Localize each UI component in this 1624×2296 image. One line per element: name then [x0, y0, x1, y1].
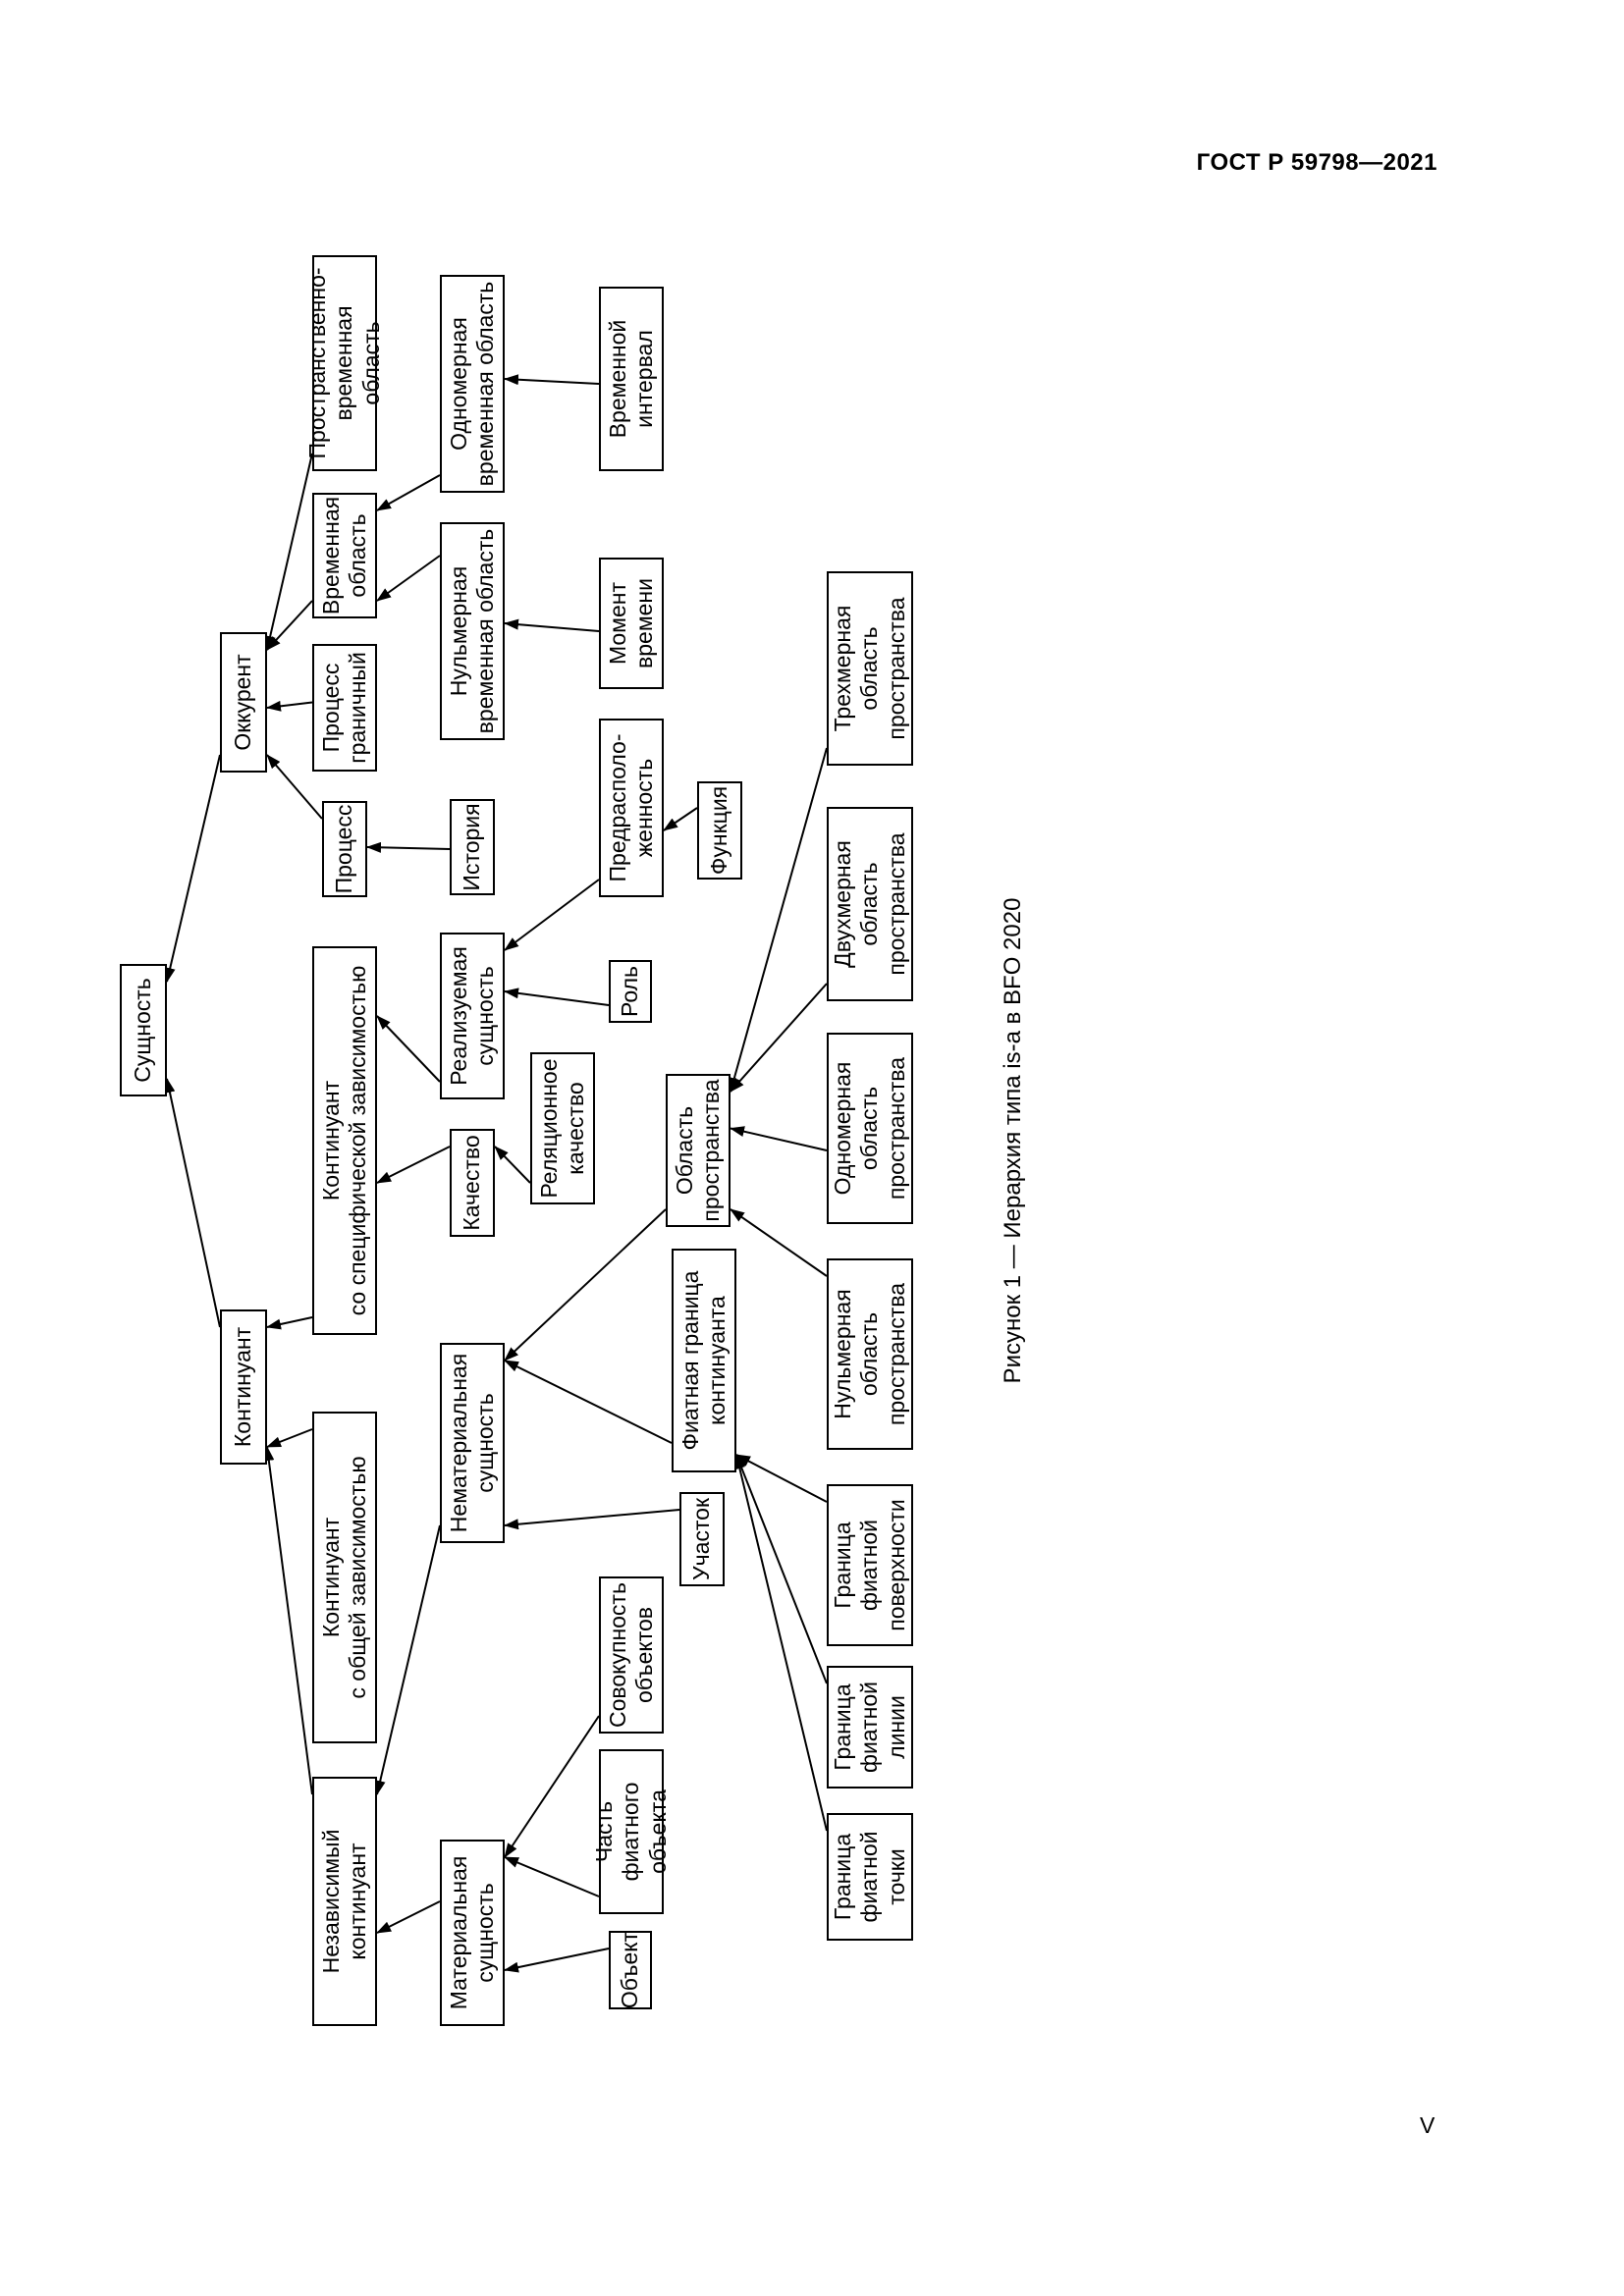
- edge-disposition-to-realizable-entity: [504, 879, 600, 951]
- node-occurrent: Оккурент: [220, 632, 267, 773]
- edge-two-d-spatial-region-to-spatial-region: [730, 983, 828, 1093]
- node-fiat-line-boundary: Граница фиатной линии: [827, 1666, 913, 1789]
- edge-object-to-material-entity: [504, 1948, 610, 1973]
- edge-specifically-dependent-continuant-to-continuant: [266, 1316, 313, 1330]
- edge-independent-continuant-to-continuant: [263, 1446, 313, 1795]
- node-continuant: Континуант: [220, 1309, 267, 1465]
- edge-fiat-point-boundary-to-continuant-fiat-boundary: [733, 1454, 828, 1832]
- edge-role-to-realizable-entity: [504, 988, 610, 1006]
- edge-function-to-disposition: [663, 807, 698, 831]
- edge-continuant-to-entity: [164, 1078, 221, 1328]
- edge-one-d-temporal-region-to-temporal-region: [376, 474, 441, 511]
- node-realizable-entity: Реализуемая сущность: [440, 933, 505, 1099]
- node-one-d-temporal-region: Одномерная временная область: [440, 275, 505, 493]
- page-number: V: [1420, 2112, 1435, 2138]
- node-zero-d-spatial-region: Нульмерная область пространства: [827, 1258, 913, 1450]
- node-fiat-point-boundary: Граница фиатной точки: [827, 1813, 913, 1941]
- node-quality: Качество: [450, 1129, 495, 1237]
- edge-one-d-spatial-region-to-spatial-region: [730, 1126, 828, 1151]
- diagram-edges-layer: [164, 374, 828, 1973]
- edge-history-to-process: [366, 841, 451, 853]
- node-one-d-spatial-region: Одномерная область пространства: [827, 1033, 913, 1224]
- node-process-boundary: Процесс граничный: [312, 644, 377, 772]
- node-temporal-interval: Временной интервал: [599, 287, 664, 471]
- node-history: История: [450, 799, 495, 895]
- node-fiat-object-part: Часть фиатного объекта: [591, 1749, 671, 1914]
- edge-process-boundary-to-occurrent: [266, 700, 313, 712]
- node-temporal-region: Временная область: [312, 493, 377, 618]
- edge-three-d-spatial-region-to-spatial-region: [729, 747, 828, 1093]
- figure-caption: Рисунок 1 — Иерархия типа is-a в BFO 202…: [1000, 897, 1026, 1384]
- node-fiat-surface-boundary: Граница фиатной поверхности: [827, 1484, 913, 1646]
- node-function: Функция: [697, 781, 742, 880]
- node-spatial-region: Область пространства: [666, 1074, 731, 1227]
- node-object: Объект: [609, 1931, 652, 2009]
- node-material-entity: Материальная сущность: [440, 1840, 505, 2026]
- edge-quality-to-specifically-dependent-continuant: [376, 1146, 451, 1184]
- bfo-hierarchy-diagram: Рисунок 1 — Иерархия типа is-a в BFO 202…: [110, 247, 1053, 2034]
- document-header: ГОСТ Р 59798—2021: [1196, 149, 1437, 176]
- node-entity: Сущность: [120, 964, 167, 1096]
- node-disposition: Предрасполо- женность: [599, 719, 664, 897]
- node-two-d-spatial-region: Двухмерная область пространства: [827, 807, 913, 1001]
- edge-site-to-immaterial-entity: [504, 1509, 680, 1530]
- edge-temporal-interval-to-one-d-temporal-region: [504, 374, 600, 386]
- node-process: Процесс: [322, 801, 367, 897]
- edge-fiat-surface-boundary-to-continuant-fiat-boundary: [735, 1454, 828, 1503]
- edge-spatial-region-to-immaterial-entity: [504, 1208, 667, 1362]
- figure-container: Рисунок 1 — Иерархия типа is-a в BFO 202…: [110, 247, 1053, 2034]
- node-site: Участок: [679, 1492, 725, 1586]
- edge-realizable-entity-to-specifically-dependent-continuant: [376, 1015, 441, 1083]
- node-immaterial-entity: Нематериальная сущность: [440, 1343, 505, 1543]
- node-spatiotemporal-region: Пространственно- временная область: [304, 255, 384, 471]
- edge-fiat-line-boundary-to-continuant-fiat-boundary: [735, 1454, 828, 1684]
- edge-generically-dependent-continuant-to-continuant: [266, 1428, 313, 1448]
- node-zero-d-temporal-region: Нульмерная временная область: [440, 522, 505, 740]
- edge-temporal-region-to-occurrent: [266, 600, 313, 651]
- node-temporal-instant: Момент времени: [599, 558, 664, 689]
- edge-occurrent-to-entity: [164, 754, 221, 983]
- edge-material-entity-to-independent-continuant: [376, 1900, 441, 1934]
- edge-temporal-instant-to-zero-d-temporal-region: [504, 618, 600, 632]
- node-generically-dependent-continuant: Континуант с общей зависимостью: [312, 1412, 377, 1743]
- edge-immaterial-entity-to-independent-continuant: [374, 1524, 441, 1795]
- node-three-d-spatial-region: Трехмерная область пространства: [827, 571, 913, 766]
- node-specifically-dependent-continuant: Континуант со специфической зависимостью: [312, 946, 377, 1335]
- edge-continuant-fiat-boundary-to-immaterial-entity: [504, 1360, 673, 1444]
- node-object-aggregate: Совокупность объектов: [599, 1576, 664, 1734]
- edge-process-to-occurrent: [266, 754, 323, 820]
- edge-object-aggregate-to-material-entity: [504, 1715, 600, 1858]
- edge-relational-quality-to-quality: [494, 1146, 531, 1184]
- node-independent-continuant: Независимый континуант: [312, 1777, 377, 2026]
- edge-zero-d-temporal-region-to-temporal-region: [376, 555, 441, 602]
- edge-fiat-object-part-to-material-entity: [504, 1856, 600, 1897]
- node-relational-quality: Реляционное качество: [530, 1052, 595, 1204]
- edge-zero-d-spatial-region-to-spatial-region: [730, 1208, 828, 1277]
- edge-spatiotemporal-region-to-occurrent: [264, 453, 313, 651]
- node-continuant-fiat-boundary: Фиатная граница континуанта: [672, 1249, 736, 1472]
- node-role: Роль: [609, 960, 652, 1023]
